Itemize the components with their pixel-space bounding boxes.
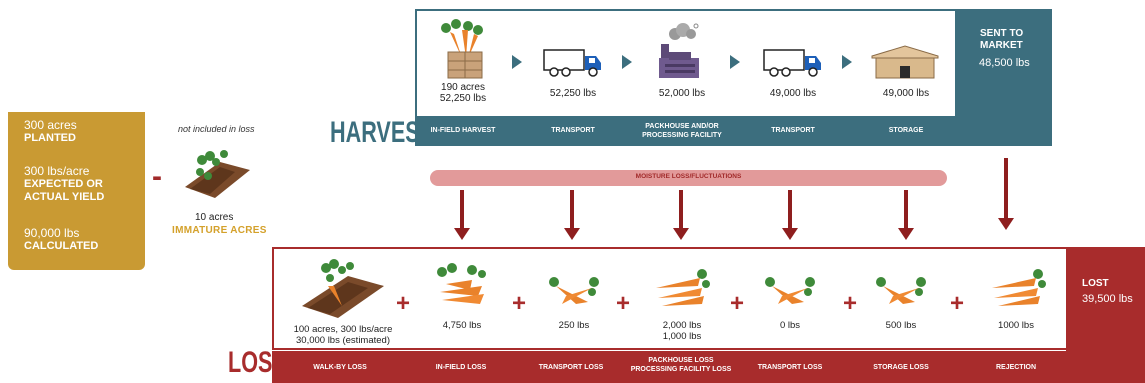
loss-value-line: 100 acres, 300 lbs/acre <box>293 324 393 335</box>
calculated-value: 90,000 lbs <box>24 226 80 240</box>
market-title-line: MARKET <box>980 40 1023 51</box>
lost-value: 39,500 lbs <box>1082 293 1133 305</box>
carrot-pair-icon <box>549 277 599 304</box>
planted-acres-label: PLANTED <box>24 132 76 144</box>
loss-stage-value: 1000 lbs <box>998 320 1034 331</box>
carrot-bunch-icon <box>656 269 710 306</box>
down-arrow-icon <box>998 158 1014 238</box>
immature-acres-value: 10 acres <box>195 212 234 223</box>
loss-panel <box>272 247 1066 350</box>
truck-icon <box>763 49 821 77</box>
down-arrow-icon <box>898 190 914 240</box>
planted-acres-value: 300 acres <box>24 118 77 132</box>
harvest-stage-value: 52,250 lbs <box>549 88 597 99</box>
loss-stage-value: 2,000 lbs 1,000 lbs <box>642 320 722 342</box>
flow-chevron-icon <box>730 55 740 69</box>
lost-total-box: LOST 39,500 lbs <box>1066 247 1145 383</box>
flow-chevron-icon <box>622 55 632 69</box>
loss-stage-value: 100 acres, 300 lbs/acre 30,000 lbs (esti… <box>278 324 408 346</box>
carrot-bunch-icon <box>992 269 1046 306</box>
harvest-value-line: 52,250 lbs <box>439 93 487 104</box>
truck-icon <box>543 49 601 77</box>
market-title: SENT TO MARKET <box>980 28 1023 52</box>
harvest-label-line: PROCESSING FACILITY <box>642 132 722 139</box>
carrot-crate-icon <box>441 19 483 79</box>
plus-sign: + <box>730 290 745 317</box>
harvest-stage-label: IN-FIELD HARVEST <box>430 127 496 134</box>
moisture-loss-label: MOISTURE LOSS/FLUCTUATIONS <box>635 173 742 180</box>
down-arrow-icon <box>782 190 798 240</box>
loss-stage-value: 250 lbs <box>558 320 590 331</box>
harvest-stage-label: PACKHOUSE AND/OR PROCESSING FACILITY <box>627 122 737 140</box>
lost-title: LOST <box>1082 278 1109 289</box>
loss-label-bar <box>272 351 1066 383</box>
harvest-stage-value: 190 acres 52,250 lbs <box>418 82 508 104</box>
harvest-stage-label: TRANSPORT <box>771 127 815 134</box>
harvest-label-bar <box>415 118 957 146</box>
down-arrow-icon <box>454 190 470 240</box>
plus-sign: + <box>512 290 527 317</box>
harvest-stage-label: TRANSPORT <box>551 127 595 134</box>
yield-label-line1: EXPECTED OR <box>24 178 103 190</box>
harvest-stage-value: 49,000 lbs <box>882 88 930 99</box>
plus-sign: + <box>843 290 858 317</box>
plus-sign: + <box>396 290 411 317</box>
flow-chevron-icon <box>842 55 852 69</box>
carrot-pair-icon <box>765 277 815 304</box>
warehouse-icon <box>871 45 939 79</box>
down-arrow-icon <box>564 190 580 240</box>
carrot-pair-icon <box>876 277 926 304</box>
immature-acres-label: IMMATURE ACRES <box>172 225 267 236</box>
harvest-stage-value: 52,000 lbs <box>658 88 706 99</box>
harvest-stage-value: 49,000 lbs <box>769 88 817 99</box>
sent-to-market-box: SENT TO MARKET 48,500 lbs <box>957 9 1052 146</box>
loss-value-line: 1,000 lbs <box>662 331 702 342</box>
yield-value: 300 lbs/acre <box>24 164 90 178</box>
moisture-loss-bar: MOISTURE LOSS/FLUCTUATIONS <box>430 170 947 186</box>
immature-field-icon <box>185 150 250 198</box>
loss-stage-label: STORAGE LOSS <box>873 364 929 371</box>
loss-stage-label: TRANSPORT LOSS <box>757 364 823 371</box>
loss-stage-label: PACKHOUSE LOSS PROCESSING FACILITY LOSS <box>626 356 736 374</box>
loss-stage-label: REJECTION <box>995 364 1037 371</box>
calculated-label: CALCULATED <box>24 240 99 252</box>
planted-summary-box: 300 acres PLANTED 300 lbs/acre EXPECTED … <box>8 112 145 270</box>
factory-icon <box>659 23 699 78</box>
loss-stage-label: IN-FIELD LOSS <box>435 364 487 371</box>
loss-stage-label: WALK-BY LOSS <box>313 364 367 371</box>
flow-chevron-icon <box>512 55 522 69</box>
yield-label-line2: ACTUAL YIELD <box>24 191 105 203</box>
harvest-stage-label: STORAGE <box>888 127 924 134</box>
not-included-note: not included in loss <box>178 124 255 134</box>
minus-sign: - <box>152 160 162 193</box>
loss-stage-label: TRANSPORT LOSS <box>538 364 604 371</box>
down-arrow-icon <box>673 190 689 240</box>
market-title-line: SENT TO <box>980 28 1024 39</box>
harvest-label-line: PACKHOUSE AND/OR <box>645 123 719 130</box>
market-value: 48,500 lbs <box>979 57 1030 69</box>
loss-stage-value: 500 lbs <box>885 320 917 331</box>
loss-stage-value: 4,750 lbs <box>442 320 482 331</box>
loss-value-line: 2,000 lbs <box>662 320 702 331</box>
loss-value-line: 30,000 lbs (estimated) <box>296 335 390 346</box>
loss-label-line: PACKHOUSE LOSS <box>648 357 714 364</box>
harvest-value-line: 190 acres <box>441 82 485 93</box>
plus-sign: + <box>950 290 965 317</box>
carrot-pile-icon <box>437 263 486 304</box>
plus-sign: + <box>616 290 631 317</box>
loss-label-line: PROCESSING FACILITY LOSS <box>630 366 732 373</box>
field-carrots-icon <box>302 259 384 318</box>
loss-stage-value: 0 lbs <box>779 320 801 331</box>
